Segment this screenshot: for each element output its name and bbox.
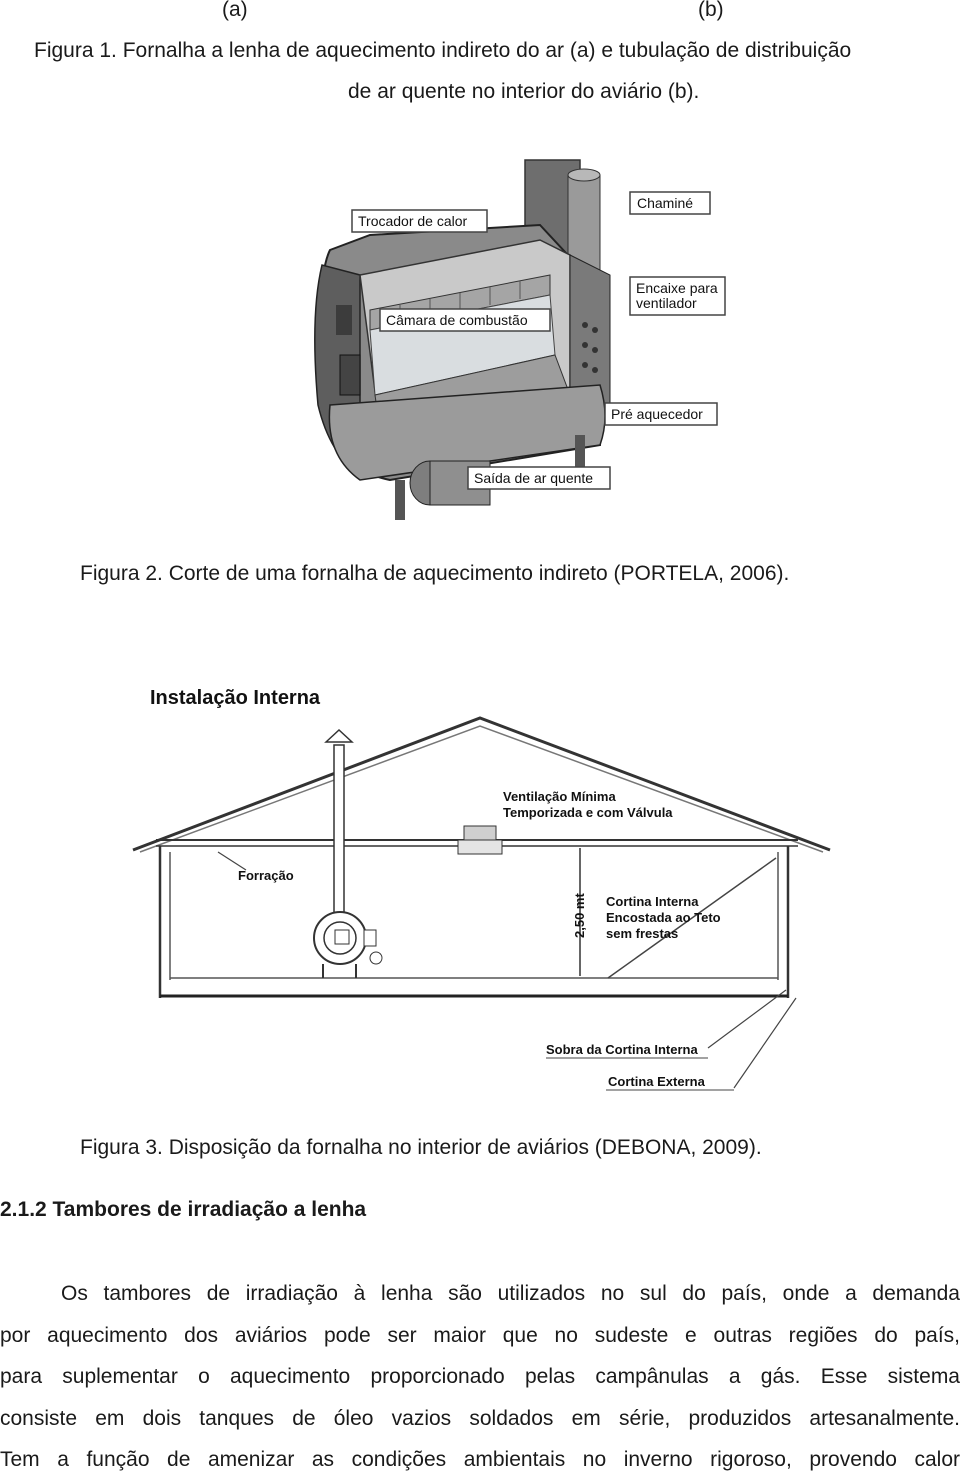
figure1-label-a: (a) (222, 0, 248, 21)
figure3-barn-diagram: Instalação Interna 2,50 mt Ventilação Mí… (128, 680, 838, 1100)
body-paragraph: Os tambores de irradiação à lenha são ut… (0, 1273, 960, 1481)
figure1-label-b: (b) (698, 0, 724, 21)
figure3-caption: Figura 3. Disposição da fornalha no inte… (80, 1136, 762, 1159)
label-altura: 2,50 mt (572, 893, 587, 938)
label-camara: Câmara de combustão (386, 312, 528, 328)
paragraph-line: para suplementar o aquecimento proporcio… (0, 1365, 960, 1388)
paragraph-line: por aquecimento dos aviários pode ser ma… (0, 1323, 960, 1347)
paragraph-line: consiste em dois tanques de óleo vazios … (0, 1406, 960, 1430)
label-chamine: Chaminé (637, 195, 693, 211)
label-encaixe-2: ventilador (636, 295, 697, 311)
label-pre: Pré aquecedor (611, 406, 703, 422)
paragraph-line: Tem a função de amenizar as condições am… (0, 1448, 960, 1471)
label-cortina-3: sem frestas (606, 926, 678, 941)
figure2-caption: Figura 2. Corte de uma fornalha de aquec… (80, 562, 790, 585)
label-trocador: Trocador de calor (358, 213, 468, 229)
figure3-title: Instalação Interna (150, 687, 321, 709)
section-heading: 2.1.2 Tambores de irradiação a lenha (0, 1198, 367, 1221)
label-saida: Saída de ar quente (474, 470, 593, 486)
label-sobra: Sobra da Cortina Interna (546, 1042, 698, 1057)
label-encaixe-1: Encaixe para (636, 280, 718, 296)
figure2-furnace-diagram: Trocador de calor Chaminé Encaixe para v… (300, 155, 740, 530)
figure1-caption-line2: de ar quente no interior do aviário (b). (348, 80, 700, 103)
figure1-caption-line1: Figura 1. Fornalha a lenha de aqueciment… (34, 39, 852, 62)
label-ventilacao-1: Ventilação Mínima (503, 789, 616, 804)
label-externa: Cortina Externa (608, 1074, 706, 1089)
label-cortina-1: Cortina Interna (606, 894, 699, 909)
label-ventilacao-2: Temporizada e com Válvula (503, 805, 673, 820)
label-cortina-2: Encostada ao Teto (606, 910, 721, 925)
label-forracao: Forração (238, 868, 294, 883)
paragraph-line: Os tambores de irradiação à lenha são ut… (61, 1282, 960, 1305)
